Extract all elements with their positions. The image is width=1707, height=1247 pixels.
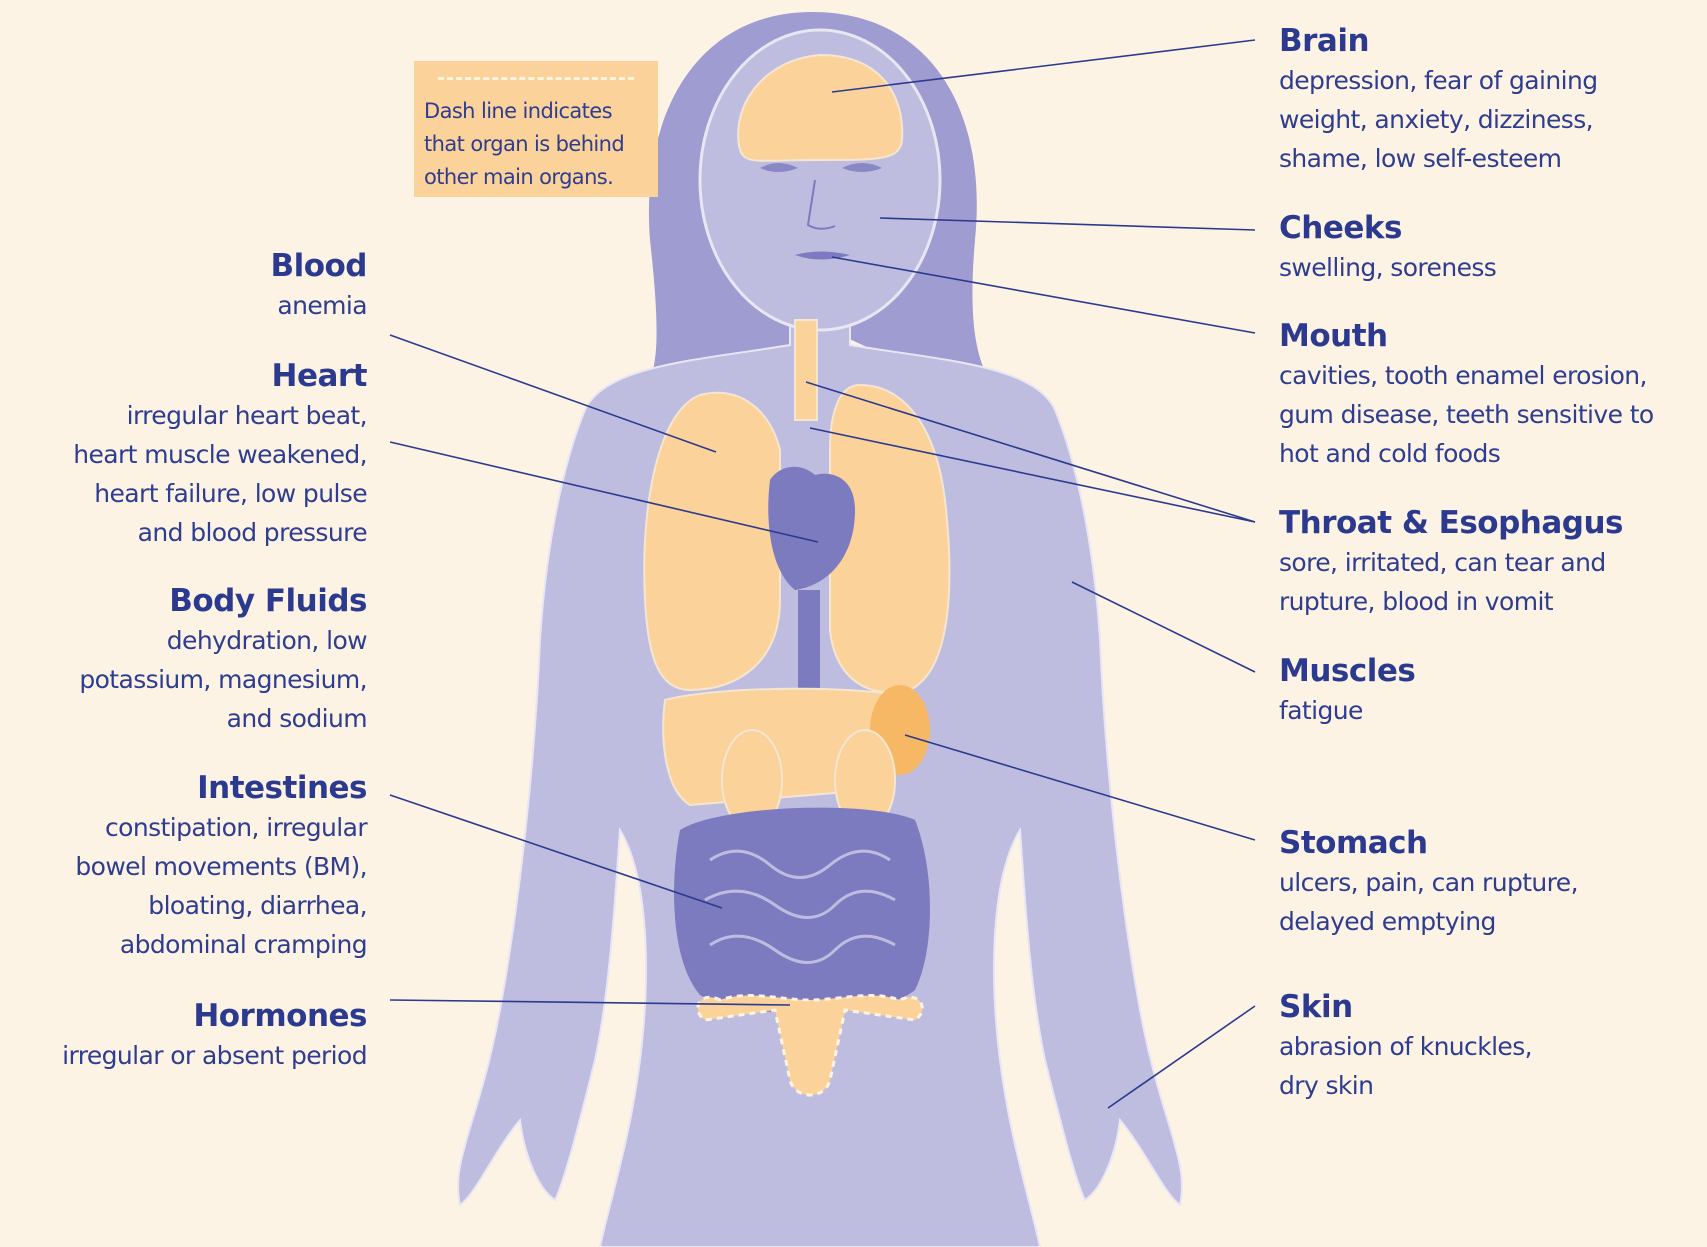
label-stomach: Stomach ulcers, pain, can rupture, delay… xyxy=(1279,823,1578,941)
label-title: Heart xyxy=(73,356,367,396)
label-body-fluids: Body Fluids dehydration, low potassium, … xyxy=(79,581,367,738)
label-title: Mouth xyxy=(1279,316,1654,356)
label-desc: swelling, soreness xyxy=(1279,248,1496,287)
label-desc: cavities, tooth enamel erosion, gum dise… xyxy=(1279,356,1654,473)
legend-dash-line xyxy=(438,77,634,80)
label-title: Throat & Esophagus xyxy=(1279,503,1623,543)
label-muscles: Muscles fatigue xyxy=(1279,651,1415,730)
label-mouth: Mouth cavities, tooth enamel erosion, gu… xyxy=(1279,316,1654,473)
label-title: Cheeks xyxy=(1279,208,1496,248)
label-throat-esophagus: Throat & Esophagus sore, irritated, can … xyxy=(1279,503,1623,621)
label-skin: Skin abrasion of knuckles, dry skin xyxy=(1279,987,1532,1105)
label-desc: constipation, irregular bowel movements … xyxy=(75,808,367,964)
legend-box: Dash line indicates that organ is behind… xyxy=(414,61,658,197)
label-desc: irregular heart beat, heart muscle weake… xyxy=(73,396,367,552)
legend-text: Dash line indicates that organ is behind… xyxy=(424,95,654,194)
label-cheeks: Cheeks swelling, soreness xyxy=(1279,208,1496,287)
label-desc: anemia xyxy=(270,286,367,325)
label-title: Blood xyxy=(270,246,367,286)
label-brain: Brain depression, fear of gaining weight… xyxy=(1279,21,1597,178)
label-desc: abrasion of knuckles, dry skin xyxy=(1279,1027,1532,1105)
label-desc: dehydration, low potassium, magnesium, a… xyxy=(79,621,367,738)
label-heart: Heart irregular heart beat, heart muscle… xyxy=(73,356,367,552)
label-desc: sore, irritated, can tear and rupture, b… xyxy=(1279,543,1623,621)
label-title: Stomach xyxy=(1279,823,1578,863)
label-title: Hormones xyxy=(62,996,367,1036)
label-intestines: Intestines constipation, irregular bowel… xyxy=(75,768,367,964)
label-title: Intestines xyxy=(75,768,367,808)
left-lung xyxy=(644,393,780,690)
label-desc: ulcers, pain, can rupture, delayed empty… xyxy=(1279,863,1578,941)
label-blood: Blood anemia xyxy=(270,246,367,325)
label-hormones: Hormones irregular or absent period xyxy=(62,996,367,1075)
label-desc: depression, fear of gaining weight, anxi… xyxy=(1279,61,1597,178)
label-title: Muscles xyxy=(1279,651,1415,691)
label-desc: irregular or absent period xyxy=(62,1036,367,1075)
label-title: Body Fluids xyxy=(79,581,367,621)
esophagus xyxy=(798,590,820,690)
intestines xyxy=(674,808,930,1014)
label-title: Skin xyxy=(1279,987,1532,1027)
label-desc: fatigue xyxy=(1279,691,1415,730)
label-title: Brain xyxy=(1279,21,1597,61)
trachea xyxy=(795,320,817,420)
